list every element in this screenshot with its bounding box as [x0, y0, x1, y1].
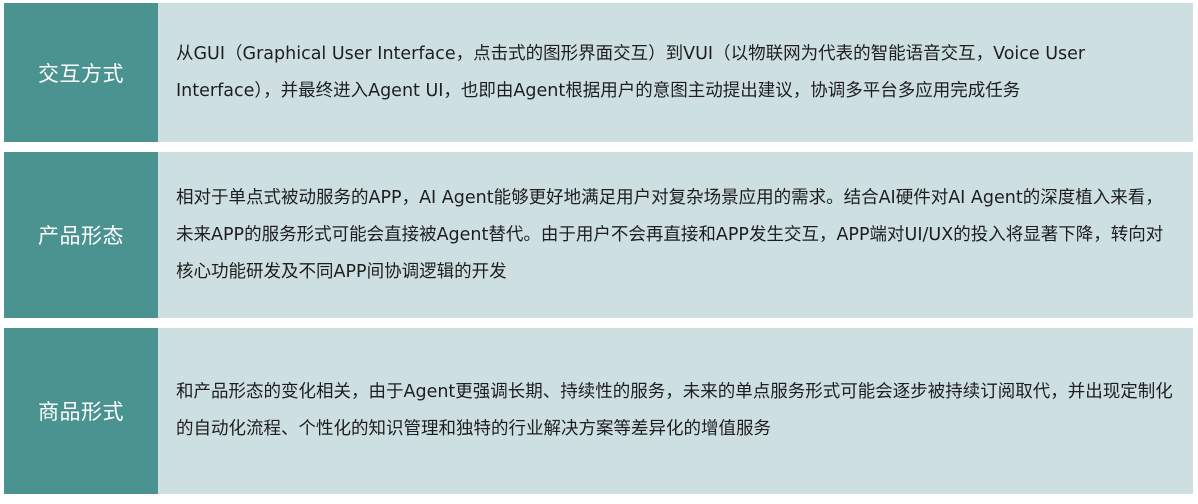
row-content-text: 和产品形态的变化相关，由于Agent更强调长期、持续性的服务，未来的单点服务形式…	[176, 382, 1173, 439]
row-content-text: 从GUI（Graphical User Interface，点击式的图形界面交互…	[176, 43, 1086, 101]
table-row-product-form: 产品形态 相对于单点式被动服务的APP，AI Agent能够更好地满足用户对复杂…	[4, 152, 1193, 318]
row-label: 产品形态	[4, 152, 158, 318]
row-content: 相对于单点式被动服务的APP，AI Agent能够更好地满足用户对复杂场景应用的…	[158, 152, 1193, 318]
row-label: 商品形式	[4, 328, 158, 494]
row-content: 和产品形态的变化相关，由于Agent更强调长期、持续性的服务，未来的单点服务形式…	[158, 328, 1193, 494]
table-row-interaction-mode: 交互方式 从GUI（Graphical User Interface，点击式的图…	[4, 3, 1193, 142]
row-content: 从GUI（Graphical User Interface，点击式的图形界面交互…	[158, 3, 1193, 142]
row-content-text: 相对于单点式被动服务的APP，AI Agent能够更好地满足用户对复杂场景应用的…	[176, 187, 1164, 282]
comparison-table: 交互方式 从GUI（Graphical User Interface，点击式的图…	[4, 3, 1193, 504]
row-label: 交互方式	[4, 3, 158, 142]
table-row-commodity-form: 商品形式 和产品形态的变化相关，由于Agent更强调长期、持续性的服务，未来的单…	[4, 328, 1193, 494]
